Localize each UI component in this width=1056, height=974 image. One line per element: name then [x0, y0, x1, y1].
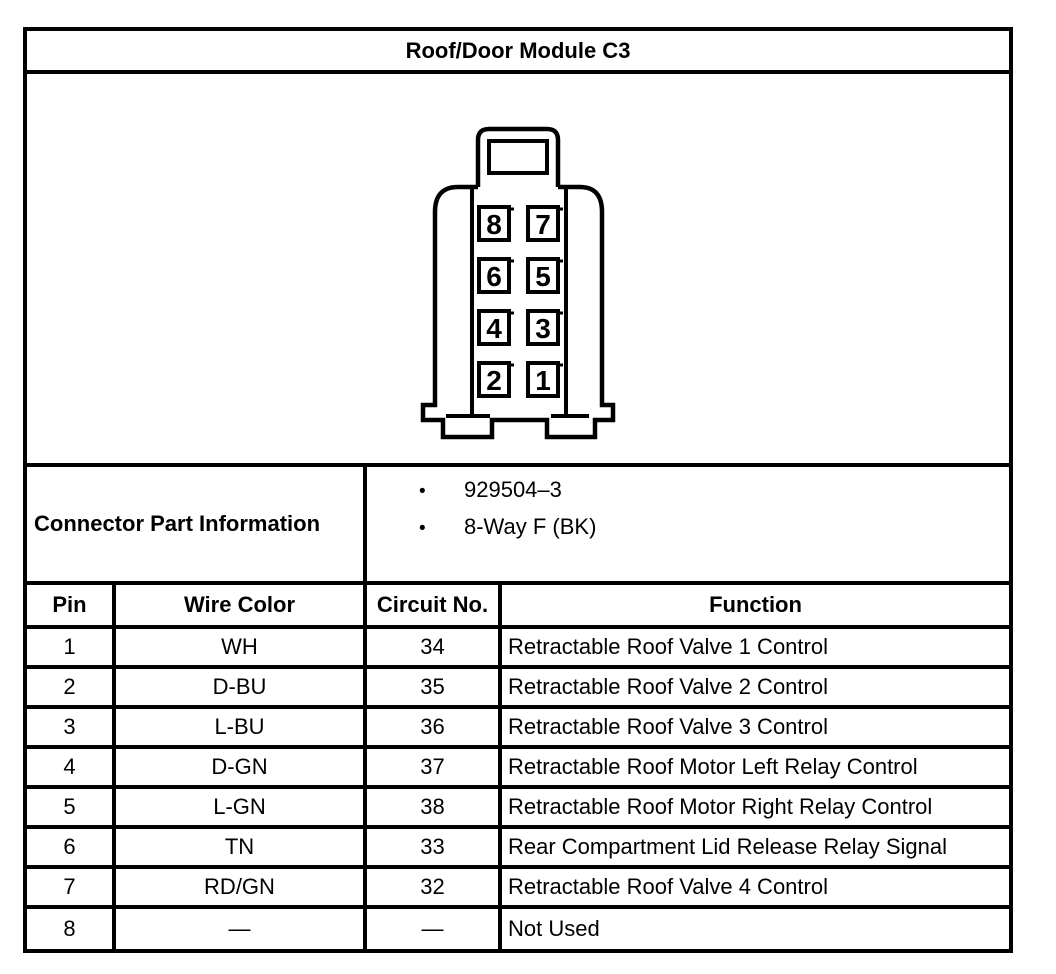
latch-tab-window [487, 139, 549, 175]
header-circuit-no: Circuit No. [367, 585, 502, 625]
part-info-label: Connector Part Information [34, 511, 321, 536]
function-cell: Retractable Roof Valve 1 Control [508, 634, 828, 659]
table-row: 7 RD/GN 32 Retractable Roof Valve 4 Cont… [27, 869, 1009, 909]
pin-cavity-4: 4 [486, 313, 502, 344]
table-row: 2 D-BU 35 Retractable Roof Valve 2 Contr… [27, 669, 1009, 709]
pin-cavity-6: 6 [486, 261, 502, 292]
pin-cell: 3 [27, 709, 116, 745]
pin-cell: 8 [27, 909, 116, 949]
circuit-cell: 34 [367, 629, 502, 665]
header-wire-color: Wire Color [116, 585, 367, 625]
part-info-label-cell: Connector Part Information [27, 467, 367, 581]
pin-cell: 1 [27, 629, 116, 665]
wire-cell: — [116, 909, 367, 949]
table-row: 6 TN 33 Rear Compartment Lid Release Rel… [27, 829, 1009, 869]
table-row: 8 — — Not Used [27, 909, 1009, 949]
part-info-row: Connector Part Information • 929504–3 • … [27, 467, 1009, 585]
pin-cavity-box-2 [477, 361, 511, 398]
circuit-cell: 36 [367, 709, 502, 745]
circuit-cell: — [367, 909, 502, 949]
pin-cavity-1: 1 [535, 365, 551, 396]
pin-cavity-box-8 [477, 205, 511, 242]
wire-cell: TN [116, 829, 367, 865]
part-number: 929504–3 [464, 477, 562, 502]
wire-cell: L-BU [116, 709, 367, 745]
pin-cell: 2 [27, 669, 116, 705]
title-bar: Roof/Door Module C3 [27, 31, 1009, 74]
pin-cavity-box-4 [477, 309, 511, 346]
circuit-cell: 37 [367, 749, 502, 785]
function-cell: Not Used [508, 916, 600, 941]
function-cell: Retractable Roof Valve 4 Control [508, 874, 828, 899]
circuit-cell: 32 [367, 869, 502, 905]
pin-cell: 6 [27, 829, 116, 865]
part-info-item: • 929504–3 [419, 478, 1005, 504]
wire-cell: RD/GN [116, 869, 367, 905]
pin-cell: 5 [27, 789, 116, 825]
pin-cell: 7 [27, 869, 116, 905]
part-info-value-cell: • 929504–3 • 8-Way F (BK) [367, 467, 1009, 581]
pin-cavity-3: 3 [535, 313, 551, 344]
part-info-item: • 8-Way F (BK) [419, 515, 1005, 541]
connector-doc-table: Roof/Door Module C3 [23, 27, 1013, 953]
pin-cavity-7: 7 [535, 209, 551, 240]
pin-cavity-box-5 [526, 257, 560, 294]
pin-cavity-box-1 [526, 361, 560, 398]
table-row: 4 D-GN 37 Retractable Roof Motor Left Re… [27, 749, 1009, 789]
header-pin: Pin [27, 585, 116, 625]
connector-figure-cell: 8 7 6 5 4 3 2 1 [27, 74, 1009, 467]
table-row: 5 L-GN 38 Retractable Roof Motor Right R… [27, 789, 1009, 829]
function-cell: Retractable Roof Valve 3 Control [508, 714, 828, 739]
wire-cell: D-GN [116, 749, 367, 785]
pin-cavity-box-6 [477, 257, 511, 294]
bullet-icon: • [419, 481, 426, 502]
page-title: Roof/Door Module C3 [405, 37, 631, 63]
wire-cell: WH [116, 629, 367, 665]
function-cell: Retractable Roof Motor Right Relay Contr… [508, 794, 933, 819]
circuit-cell: 35 [367, 669, 502, 705]
pin-cavity-2: 2 [486, 365, 502, 396]
pin-cavity-box-7 [526, 205, 560, 242]
pin-table-header: Pin Wire Color Circuit No. Function [27, 585, 1009, 629]
table-row: 1 WH 34 Retractable Roof Valve 1 Control [27, 629, 1009, 669]
circuit-cell: 38 [367, 789, 502, 825]
wire-cell: L-GN [116, 789, 367, 825]
connector-type: 8-Way F (BK) [464, 514, 597, 539]
connector-diagram: 8 7 6 5 4 3 2 1 [420, 126, 616, 440]
table-row: 3 L-BU 36 Retractable Roof Valve 3 Contr… [27, 709, 1009, 749]
cavity-index-ticks [509, 207, 563, 367]
pin-cavity-5: 5 [535, 261, 551, 292]
connector-body-outline [420, 184, 616, 440]
pin-cavity-8: 8 [486, 209, 502, 240]
pin-cavity-box-3 [526, 309, 560, 346]
wire-cell: D-BU [116, 669, 367, 705]
function-cell: Retractable Roof Motor Left Relay Contro… [508, 754, 918, 779]
function-cell: Retractable Roof Valve 2 Control [508, 674, 828, 699]
function-cell: Rear Compartment Lid Release Relay Signa… [508, 834, 947, 859]
header-function: Function [709, 592, 802, 617]
circuit-cell: 33 [367, 829, 502, 865]
bullet-icon: • [419, 518, 426, 539]
pin-cell: 4 [27, 749, 116, 785]
